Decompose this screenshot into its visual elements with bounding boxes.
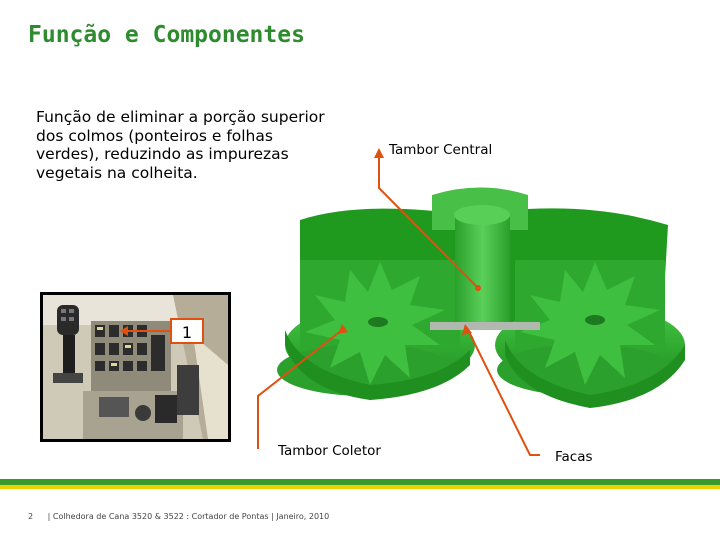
footer-yellow-bar — [0, 485, 720, 489]
label-tambor-central: Tambor Central — [389, 142, 492, 158]
callout-number: 1 — [170, 318, 204, 344]
label-facas: Facas — [555, 449, 593, 465]
footer-text: | Colhedora de Cana 3520 & 3522 : Cortad… — [48, 512, 330, 521]
footer-green-bar — [0, 479, 720, 485]
label-tambor-coletor: Tambor Coletor — [278, 443, 381, 459]
page-number: 2 — [28, 512, 33, 521]
footer: 2 | Colhedora de Cana 3520 & 3522 : Cort… — [28, 512, 329, 521]
